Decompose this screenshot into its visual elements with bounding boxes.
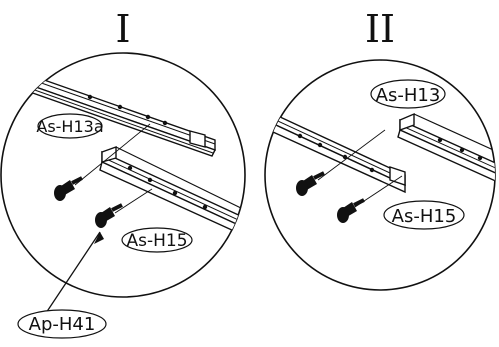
screw-icon bbox=[54, 176, 83, 201]
panel-i-numeral: I bbox=[115, 7, 130, 51]
label-ap-h41: Ap-H41 bbox=[29, 314, 96, 335]
rail-as-h15-left bbox=[99, 146, 245, 238]
callout-as-h15-right: As-H15 bbox=[383, 200, 465, 230]
callout-as-h13a: As-H13a bbox=[36, 113, 104, 139]
label-as-h13a: As-H13a bbox=[36, 117, 103, 136]
panel-ii-numeral: II bbox=[365, 7, 395, 51]
panel-i-circle bbox=[0, 52, 246, 298]
label-as-h13: As-H13 bbox=[376, 85, 441, 106]
screw-icon bbox=[95, 203, 123, 228]
rail-as-h13 bbox=[397, 112, 495, 185]
callout-as-h15-left: As-H15 bbox=[121, 227, 193, 253]
panel-i: I bbox=[0, 7, 246, 339]
callout-as-h13: As-H13 bbox=[370, 79, 446, 109]
label-as-h15-right: As-H15 bbox=[392, 206, 457, 227]
screw-icon bbox=[296, 171, 325, 196]
panel-ii: II bbox=[264, 7, 496, 291]
callout-ap-h41: Ap-H41 bbox=[17, 231, 107, 339]
arrowhead-icon bbox=[94, 232, 104, 244]
rail-as-h15-right bbox=[265, 108, 406, 194]
label-as-h15-left: As-H15 bbox=[126, 231, 187, 251]
screw-icon bbox=[337, 198, 365, 223]
